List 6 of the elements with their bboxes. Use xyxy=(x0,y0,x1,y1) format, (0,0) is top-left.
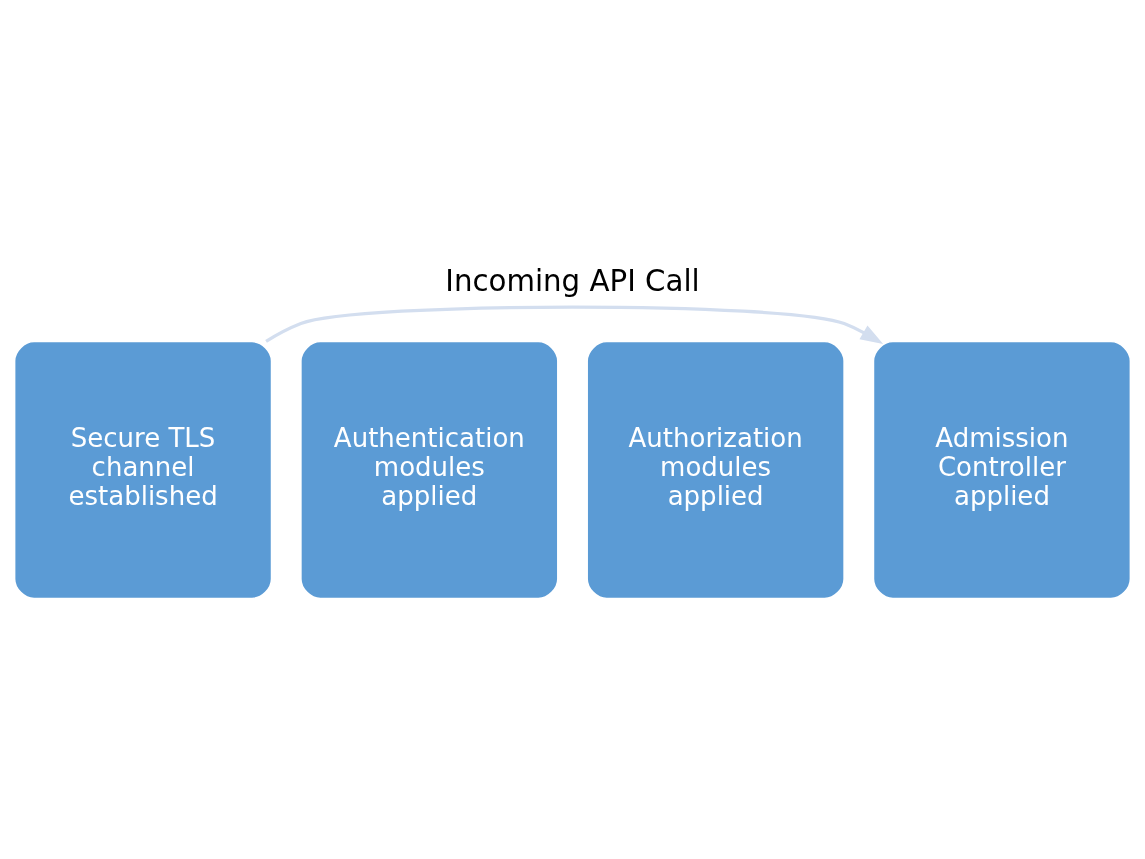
node-box: Authentication modules applied xyxy=(300,340,559,599)
node-box: Admission Controller applied xyxy=(872,340,1132,599)
diagram-title: Incoming API Call xyxy=(445,263,700,298)
node-box: Authorization modules applied xyxy=(586,340,845,599)
node-box: Secure TLS channel established xyxy=(13,340,273,599)
arrow xyxy=(265,304,884,344)
